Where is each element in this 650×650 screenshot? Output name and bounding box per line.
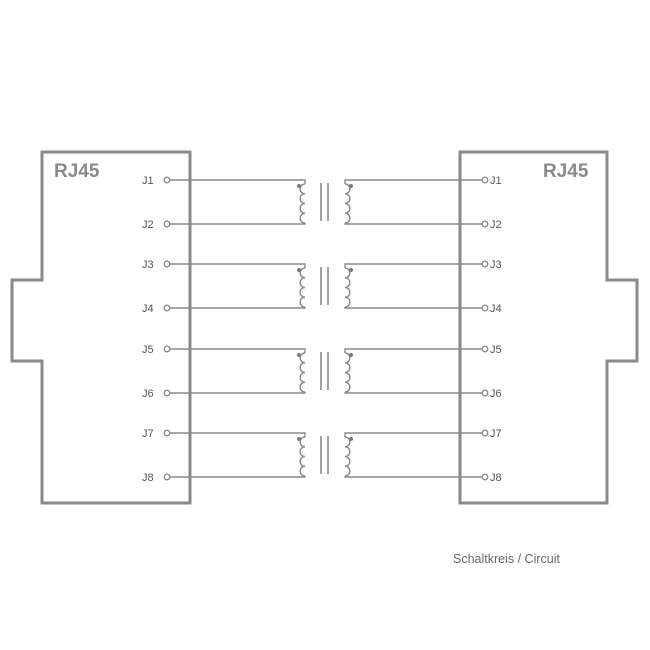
left-pin-terminal bbox=[163, 473, 171, 481]
left-pin-label: J8 bbox=[142, 472, 154, 484]
polarity-dot bbox=[297, 268, 301, 272]
left-pin-label: J1 bbox=[142, 175, 154, 187]
primary-winding bbox=[299, 436, 306, 477]
polarity-dot bbox=[297, 353, 301, 357]
wire bbox=[170, 223, 306, 225]
right-rj45-outline bbox=[458, 150, 639, 505]
right-pin-terminal bbox=[481, 260, 489, 268]
transformer bbox=[170, 432, 482, 478]
right-pin-label: J2 bbox=[490, 219, 502, 231]
wire bbox=[170, 263, 306, 268]
left-pin-terminal bbox=[163, 345, 171, 353]
left-pin-terminal bbox=[163, 260, 171, 268]
transformer bbox=[170, 179, 482, 225]
wire bbox=[344, 263, 482, 268]
left-pin-label: J6 bbox=[142, 388, 154, 400]
left-pin-label: J5 bbox=[142, 344, 154, 356]
polarity-dot bbox=[297, 184, 301, 188]
polarity-dot bbox=[349, 437, 353, 441]
wire bbox=[170, 348, 306, 353]
wire bbox=[344, 223, 482, 225]
polarity-dot bbox=[297, 437, 301, 441]
primary-winding bbox=[299, 352, 306, 393]
right-pin-terminal bbox=[481, 473, 489, 481]
transformer-group bbox=[170, 179, 482, 478]
wire bbox=[170, 476, 306, 478]
left-pin-label: J7 bbox=[142, 428, 154, 440]
wire bbox=[344, 307, 482, 309]
left-pin-label: J2 bbox=[142, 219, 154, 231]
secondary-winding bbox=[344, 436, 351, 477]
primary-winding bbox=[299, 267, 306, 308]
left-pin-terminal bbox=[163, 176, 171, 184]
polarity-dot bbox=[349, 184, 353, 188]
wire bbox=[170, 432, 306, 437]
right-pin-label: J8 bbox=[490, 472, 502, 484]
right-pin-terminal bbox=[481, 176, 489, 184]
right-pin-label: J4 bbox=[490, 303, 502, 315]
primary-winding bbox=[299, 183, 306, 224]
wire bbox=[170, 392, 306, 394]
wire bbox=[344, 392, 482, 394]
left-pin-terminal bbox=[163, 304, 171, 312]
transformer bbox=[170, 263, 482, 309]
right-pin-label: J5 bbox=[490, 344, 502, 356]
polarity-dot bbox=[349, 353, 353, 357]
wire bbox=[344, 179, 482, 184]
transformer bbox=[170, 348, 482, 394]
right-pin-terminal bbox=[481, 429, 489, 437]
right-pin-label: J7 bbox=[490, 428, 502, 440]
secondary-winding bbox=[344, 267, 351, 308]
left-pin-label: J3 bbox=[142, 259, 154, 271]
right-rj45-title: RJ45 bbox=[543, 161, 589, 182]
polarity-dot bbox=[349, 268, 353, 272]
left-rj45-outline bbox=[10, 150, 192, 505]
wire bbox=[170, 307, 306, 309]
secondary-winding bbox=[344, 183, 351, 224]
wire bbox=[344, 348, 482, 353]
right-pin-label: J6 bbox=[490, 388, 502, 400]
left-pin-terminal bbox=[163, 220, 171, 228]
left-pin-terminal bbox=[163, 389, 171, 397]
diagram-caption: Schaltkreis / Circuit bbox=[453, 552, 560, 566]
left-pin-label: J4 bbox=[142, 303, 154, 315]
secondary-winding bbox=[344, 352, 351, 393]
left-rj45-title: RJ45 bbox=[54, 161, 100, 182]
left-pin-terminal bbox=[163, 429, 171, 437]
right-pin-terminal bbox=[481, 345, 489, 353]
right-pin-label: J1 bbox=[490, 175, 502, 187]
right-pin-terminal bbox=[481, 389, 489, 397]
right-pin-label: J3 bbox=[490, 259, 502, 271]
right-pin-terminal bbox=[481, 220, 489, 228]
wire bbox=[344, 432, 482, 437]
right-pin-terminal bbox=[481, 304, 489, 312]
wire bbox=[344, 476, 482, 478]
wire bbox=[170, 179, 306, 184]
